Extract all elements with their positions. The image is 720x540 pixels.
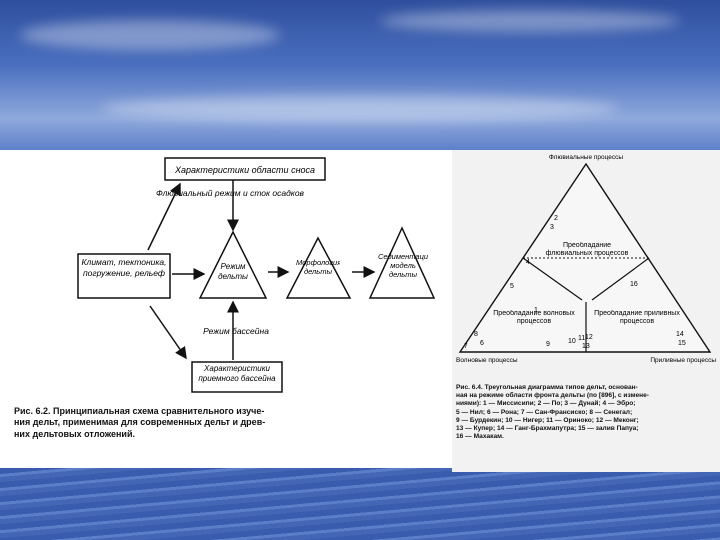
divider-right bbox=[591, 257, 650, 301]
source-area-box bbox=[164, 157, 326, 181]
point-label: 8 bbox=[474, 331, 478, 338]
point-label: 6 bbox=[480, 340, 484, 347]
region-tidal-label: Преобладание приливных процессов bbox=[594, 310, 680, 326]
apex-fluvial-label: Флювиальные процессы bbox=[549, 154, 623, 161]
divider-left bbox=[522, 257, 583, 301]
delta-morphology-text: Морфология дельты bbox=[296, 258, 340, 276]
point-label: 9 bbox=[546, 341, 550, 348]
climate-text: Климат, тектоника, погружение, рельеф bbox=[81, 257, 167, 279]
delta-ternary-figure: Флювиальные процессы Преобладание флювиа… bbox=[452, 150, 720, 472]
region-fluvial-label: Преобладание флювиальных процессов bbox=[545, 242, 629, 258]
ternary-diagram: Флювиальные процессы Преобладание флювиа… bbox=[456, 154, 716, 364]
caption-line: 5 — Нил; 6 — Рона; 7 — Сан-Франсиско; 8 … bbox=[456, 408, 633, 416]
source-area-text: Характеристики области сноса bbox=[174, 165, 315, 175]
sedimentation-model-text: Седиментационная модель дельты bbox=[378, 252, 428, 279]
point-label: 1 bbox=[534, 307, 538, 314]
caption-line: ная на режиме области фронта дельты (по … bbox=[456, 392, 649, 400]
point-label: 12 bbox=[585, 334, 593, 341]
point-label: 14 bbox=[676, 331, 684, 338]
fluvial-regime-label: Флювиальный режим и сток осадков bbox=[156, 188, 305, 198]
delta-morphology-triangle bbox=[285, 236, 352, 299]
right-figure-caption: Рис. 6.4. Треугольная диаграмма типов де… bbox=[456, 384, 718, 442]
point-label: 10 bbox=[568, 338, 576, 345]
receiving-basin-box bbox=[191, 361, 283, 393]
delta-regime-triangle bbox=[198, 230, 268, 299]
apex-tidal-label: Приливные процессы bbox=[650, 357, 716, 364]
point-label: 3 bbox=[550, 224, 554, 231]
caption-line: Рис. 6.4. Треугольная диаграмма типов де… bbox=[456, 384, 638, 391]
point-label: 7 bbox=[464, 343, 468, 350]
region-wave-label: Преобладание волновых процессов bbox=[493, 310, 575, 326]
scheme-diagram: Характеристики области сноса Флювиальный… bbox=[77, 157, 436, 393]
arrow-climate-to-top bbox=[147, 182, 181, 251]
climate-box bbox=[77, 253, 171, 299]
caption-line: 9 — Бурдекин; 10 — Нигер; 11 — Ориноко; … bbox=[456, 416, 639, 424]
caption-line: ния дельт, применимая для современных де… bbox=[14, 417, 266, 428]
point-label: 15 bbox=[678, 340, 686, 347]
point-label: 5 bbox=[510, 283, 514, 290]
apex-wave-label: Волновые процессы bbox=[456, 357, 518, 364]
caption-line: 13 — Купер; 14 — Ганг-Брахмапутра; 15 — … bbox=[456, 425, 639, 433]
caption-line: Рис. 6.2. Принципиальная схема сравнител… bbox=[14, 406, 265, 416]
sedimentation-model-triangle bbox=[368, 226, 436, 299]
caption-line: 16 — Махакам. bbox=[456, 433, 504, 441]
sea-background bbox=[0, 468, 720, 540]
arrow-climate-to-bottom bbox=[149, 305, 187, 360]
caption-line: ниями): 1 — Миссисипи; 2 — По; 3 — Дунай… bbox=[456, 400, 636, 408]
basin-regime-label: Режим бассейна bbox=[203, 326, 269, 336]
cloud-streak bbox=[20, 20, 280, 50]
delta-regime-text: Режим дельты bbox=[218, 262, 248, 281]
cloud-streak bbox=[380, 10, 680, 32]
left-figure-caption: Рис. 6.2. Принципиальная схема сравнител… bbox=[14, 406, 444, 440]
point-label: 2 bbox=[554, 215, 558, 222]
receiving-basin-text: Характеристики приемного бассейна bbox=[198, 364, 276, 383]
point-label: 13 bbox=[582, 343, 590, 350]
cloud-streak bbox=[100, 95, 620, 121]
point-label: 4 bbox=[526, 259, 530, 266]
delta-study-scheme-figure: Характеристики области сноса Флювиальный… bbox=[0, 150, 450, 468]
caption-line: них дельтовых отложений. bbox=[14, 428, 135, 439]
point-label: 11 bbox=[578, 335, 585, 342]
point-label: 16 bbox=[630, 281, 638, 288]
